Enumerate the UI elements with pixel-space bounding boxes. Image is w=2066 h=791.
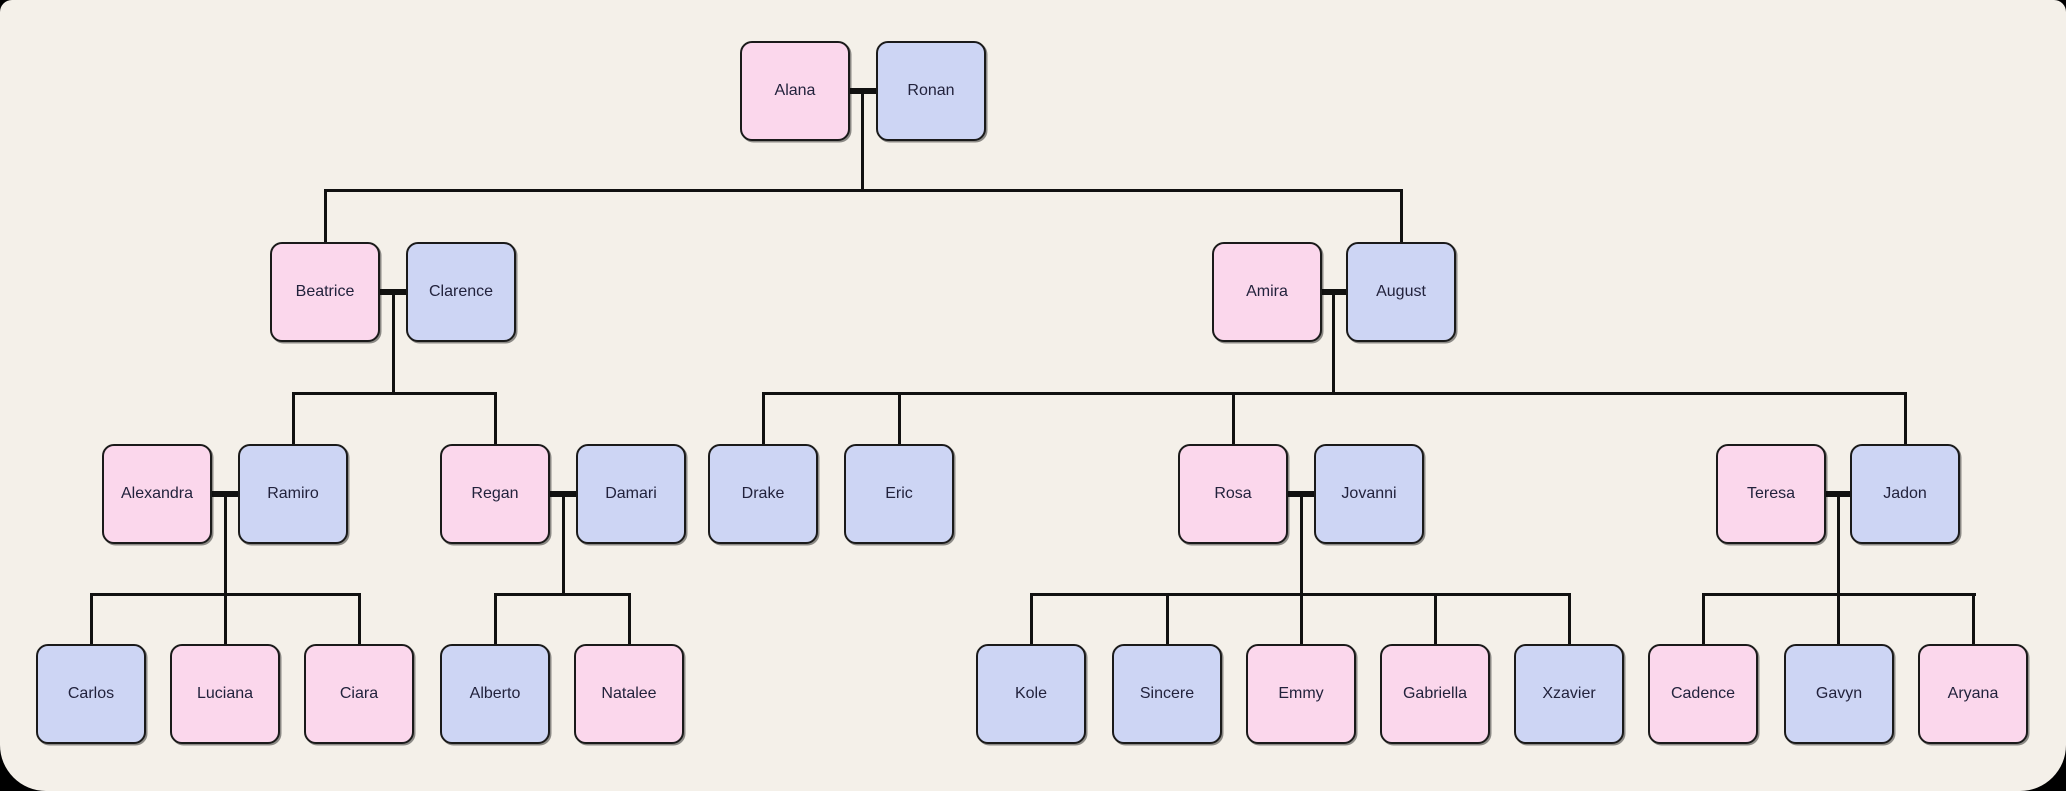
person-eric: Eric	[844, 444, 954, 544]
person-name-label: Alexandra	[120, 485, 194, 502]
drop-line-alberto	[494, 593, 497, 644]
person-name-label: August	[1376, 283, 1426, 300]
person-emmy: Emmy	[1246, 644, 1356, 744]
sibling-bus-amira-august-children	[762, 392, 1907, 395]
person-gabriella: Gabriella	[1380, 644, 1490, 744]
descent-line-beatrice-clarence	[392, 292, 395, 392]
person-ronan: Ronan	[876, 41, 986, 141]
person-regan: Regan	[440, 444, 550, 544]
person-name-label: Rosa	[1214, 485, 1252, 502]
drop-line-regan	[494, 392, 497, 444]
person-name-label: Jovanni	[1341, 485, 1397, 502]
person-clarence: Clarence	[406, 242, 516, 342]
person-name-label: Damari	[605, 485, 657, 502]
person-name-label: Drake	[741, 485, 785, 502]
person-name-label: Natalee	[601, 685, 657, 702]
person-august: August	[1346, 242, 1456, 342]
descent-line-alexandra-ramiro	[224, 494, 227, 593]
person-name-label: Clarence	[428, 283, 494, 300]
person-aryana: Aryana	[1918, 644, 2028, 744]
descent-line-amira-august	[1332, 292, 1335, 392]
person-cadence: Cadence	[1648, 644, 1758, 744]
drop-line-drake	[762, 392, 765, 444]
person-name-label: Carlos	[67, 685, 115, 702]
person-name-label: Beatrice	[295, 283, 355, 300]
person-name-label: Gavyn	[1815, 685, 1863, 702]
person-alexandra: Alexandra	[102, 444, 212, 544]
person-natalee: Natalee	[574, 644, 684, 744]
person-name-label: Emmy	[1278, 685, 1324, 702]
person-name-label: Aryana	[1947, 685, 1999, 702]
descent-line-rosa-jovanni	[1300, 494, 1303, 593]
drop-line-sincere	[1166, 593, 1169, 644]
person-amira: Amira	[1212, 242, 1322, 342]
person-name-label: Ronan	[907, 82, 955, 99]
drop-line-beatrice	[324, 189, 327, 242]
person-jadon: Jadon	[1850, 444, 1960, 544]
person-name-label: Gabriella	[1402, 685, 1468, 702]
descent-line-teresa-jadon	[1837, 494, 1840, 593]
person-rosa: Rosa	[1178, 444, 1288, 544]
person-kole: Kole	[976, 644, 1086, 744]
drop-line-xzavier	[1568, 593, 1571, 644]
person-luciana: Luciana	[170, 644, 280, 744]
descent-line-alana-ronan	[861, 91, 864, 189]
drop-line-emmy	[1300, 593, 1303, 644]
person-name-label: Alberto	[469, 685, 521, 702]
drop-line-gabriella	[1434, 593, 1437, 644]
person-name-label: Regan	[471, 485, 519, 502]
person-alberto: Alberto	[440, 644, 550, 744]
person-gavyn: Gavyn	[1784, 644, 1894, 744]
person-xzavier: Xzavier	[1514, 644, 1624, 744]
drop-line-rosa	[1232, 392, 1235, 444]
person-jovanni: Jovanni	[1314, 444, 1424, 544]
person-teresa: Teresa	[1716, 444, 1826, 544]
drop-line-gavyn	[1837, 593, 1840, 644]
drop-line-carlos	[90, 593, 93, 644]
person-name-label: Cadence	[1670, 685, 1736, 702]
drop-line-kole	[1030, 593, 1033, 644]
person-name-label: Amira	[1246, 283, 1288, 300]
person-alana: Alana	[740, 41, 850, 141]
person-carlos: Carlos	[36, 644, 146, 744]
person-name-label: Sincere	[1139, 685, 1195, 702]
descent-line-regan-damari	[562, 494, 565, 593]
drop-line-ramiro	[292, 392, 295, 444]
sibling-bus-alana-ronan-children	[324, 189, 1403, 192]
person-name-label: Eric	[885, 485, 913, 502]
person-name-label: Xzavier	[1542, 685, 1596, 702]
drop-line-aryana	[1972, 593, 1975, 644]
person-name-label: Alana	[774, 82, 816, 99]
person-name-label: Luciana	[196, 685, 254, 702]
person-beatrice: Beatrice	[270, 242, 380, 342]
sibling-bus-regan-damari-children	[494, 593, 631, 596]
person-ramiro: Ramiro	[238, 444, 348, 544]
sibling-bus-beatrice-clarence-children	[292, 392, 497, 395]
drop-line-august	[1400, 189, 1403, 242]
drop-line-eric	[898, 392, 901, 444]
person-name-label: Teresa	[1746, 485, 1796, 502]
person-ciara: Ciara	[304, 644, 414, 744]
person-name-label: Jadon	[1883, 485, 1927, 502]
drop-line-natalee	[628, 593, 631, 644]
person-name-label: Ramiro	[267, 485, 319, 502]
drop-line-cadence	[1702, 593, 1705, 644]
drop-line-luciana	[224, 593, 227, 644]
person-sincere: Sincere	[1112, 644, 1222, 744]
drop-line-ciara	[358, 593, 361, 644]
drop-line-jadon	[1904, 392, 1907, 444]
person-drake: Drake	[708, 444, 818, 544]
person-name-label: Ciara	[339, 685, 379, 702]
person-name-label: Kole	[1014, 685, 1048, 702]
person-damari: Damari	[576, 444, 686, 544]
